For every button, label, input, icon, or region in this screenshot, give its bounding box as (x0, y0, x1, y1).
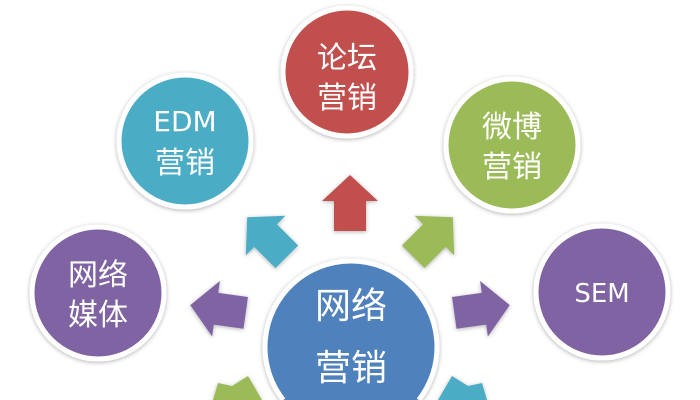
node-weibo (443, 76, 581, 214)
center-line2: 营销 (315, 348, 387, 389)
arrow-up-left-edm (245, 215, 299, 269)
node-edm-line2: 营销 (155, 146, 215, 181)
center-node (262, 258, 440, 400)
arrow-left-media (190, 280, 248, 337)
arrow-up-right-weibo (401, 215, 455, 269)
node-edm (116, 72, 254, 210)
arrow-right-sem (452, 280, 510, 337)
arrow-down-right (438, 376, 487, 400)
node-media-line2: 媒体 (68, 298, 128, 333)
node-sem (533, 223, 671, 361)
node-forum-line2: 营销 (317, 81, 377, 116)
node-forum-line1: 论坛 (317, 41, 377, 76)
node-forum (280, 5, 414, 139)
node-weibo-line2: 营销 (482, 150, 542, 185)
node-media (29, 224, 167, 362)
node-edm-line1: EDM (153, 105, 216, 138)
center-line1: 网络 (315, 286, 387, 327)
node-media-line1: 网络 (68, 258, 128, 293)
node-weibo-line1: 微博 (482, 110, 542, 145)
arrow-down-left (213, 376, 262, 400)
node-sem-line1: SEM (574, 279, 629, 309)
arrow-up-forum (322, 175, 378, 231)
